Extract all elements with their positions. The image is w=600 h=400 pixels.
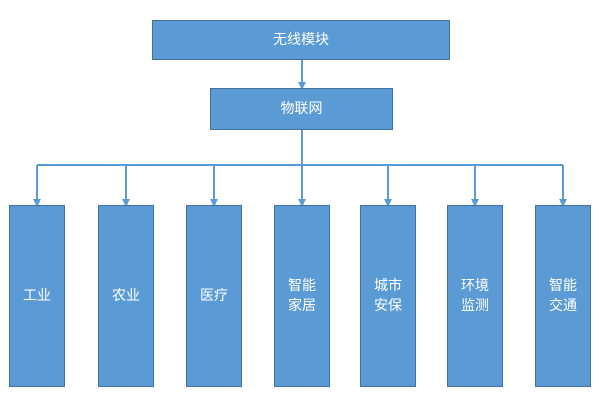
leaf-node-label: 工业 xyxy=(22,288,51,304)
leaf-node-agriculture: 农业 xyxy=(98,205,154,387)
hub-node-iot: 物联网 xyxy=(210,88,393,130)
leaf-node-label: 智能家居 xyxy=(287,278,316,314)
branch-arrows xyxy=(33,165,567,207)
leaf-node-city-security: 城市安保 xyxy=(360,205,416,387)
root-node-label: 无线模块 xyxy=(273,32,329,48)
leaf-node-label: 环境监测 xyxy=(460,278,489,314)
leaf-node-label: 农业 xyxy=(111,288,140,304)
leaf-node-smart-transport: 智能交通 xyxy=(535,205,591,387)
leaf-node-label: 医疗 xyxy=(199,288,228,304)
root-node-wireless-module: 无线模块 xyxy=(152,20,450,60)
leaf-node-medical: 医疗 xyxy=(186,205,242,387)
leaf-node-environment-monitoring: 环境监测 xyxy=(447,205,503,387)
leaf-node-label: 智能交通 xyxy=(548,278,577,314)
leaf-node-label: 城市安保 xyxy=(373,278,402,314)
leaf-node-industry: 工业 xyxy=(9,205,65,387)
hub-node-label: 物联网 xyxy=(280,101,323,117)
leaf-node-smart-home: 智能家居 xyxy=(274,205,330,387)
